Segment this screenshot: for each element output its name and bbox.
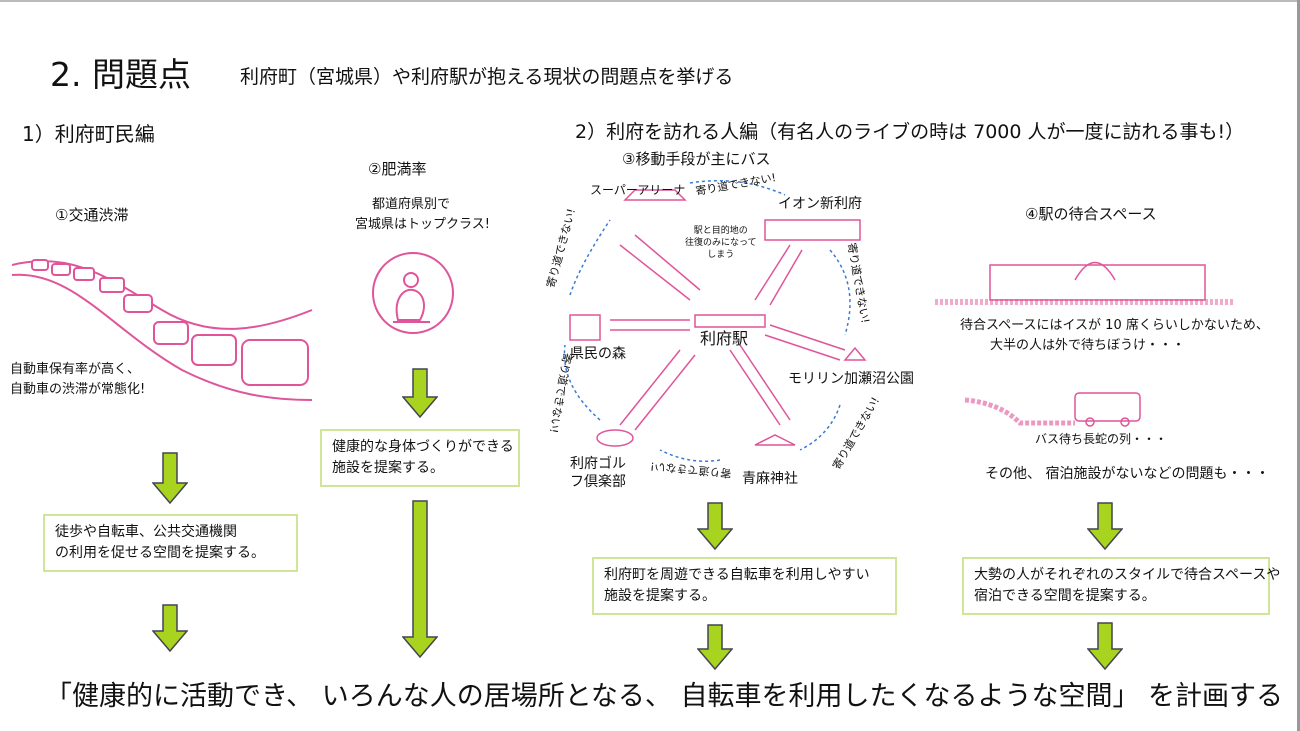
slide-border-top <box>0 0 1300 2</box>
obesity-proposal-1: 健康的な身体づくりができる <box>332 439 514 455</box>
waiting-proposal-2: 宿泊できる空間を提案する。 <box>974 588 1156 604</box>
queue-caption: バス待ち長蛇の列・・・ <box>1035 432 1168 446</box>
down-arrow-icon <box>1087 622 1123 670</box>
waiting-desc-1: 待合スペースにはイスが 10 席くらいしかないため、 <box>960 318 1269 333</box>
traffic-desc-2: 自動車の渋滞が常態化! <box>10 382 146 397</box>
section2-heading: 2）利府を訪れる人編（有名人のライブの時は 7000 人が一度に訪れる事も!） <box>575 121 1245 143</box>
other-issues: その他、 宿泊施設がないなどの問題も・・・ <box>985 466 1270 482</box>
note-3: しまう <box>707 250 735 260</box>
node-golf-club: 利府ゴルフ倶楽部 <box>570 456 626 490</box>
note-2: 往復のみになって <box>685 238 757 248</box>
obesity-proposal-box: 健康的な身体づくりができる 施設を提案する。 <box>320 429 520 487</box>
down-arrow-icon <box>152 452 188 504</box>
page-title: 2. 問題点 <box>50 55 191 94</box>
bus-queue-illustration <box>964 392 1141 427</box>
traffic-proposal-2: の利用を促せる空間を提案する。 <box>55 545 265 561</box>
obesity-label: ②肥満率 <box>368 160 427 178</box>
transport-proposal-box: 利府町を周遊できる自転車を利用しやすい 施設を提案する。 <box>592 557 897 615</box>
page-subtitle: 利府町（宮城県）や利府駅が抱える現状の問題点を挙げる <box>240 66 734 88</box>
traffic-label: ①交通渋滞 <box>55 206 129 224</box>
transport-label: ③移動手段が主にバス <box>622 150 771 168</box>
node-aoso-shrine: 青麻神社 <box>742 471 798 487</box>
down-arrow-icon <box>1087 502 1123 550</box>
waiting-desc-2: 大半の人は外で待ちぼうけ・・・ <box>990 338 1186 353</box>
waiting-proposal-1: 大勢の人がそれぞれのスタイルで待合スペースや <box>974 567 1281 583</box>
down-arrow-icon <box>402 368 438 418</box>
slide-border-right <box>1297 0 1300 731</box>
down-arrow-icon <box>402 500 438 658</box>
traffic-desc-1: 自動車保有率が高く、 <box>10 362 141 377</box>
obesity-icon <box>372 252 454 334</box>
obesity-desc-2: 宮城県はトップクラス! <box>355 217 490 232</box>
waiting-proposal-box: 大勢の人がそれぞれのスタイルで待合スペースや 宿泊できる空間を提案する。 <box>962 557 1281 615</box>
transport-proposal-2: 施設を提案する。 <box>604 588 716 604</box>
node-moririn-park: モリリン加瀬沼公園 <box>788 371 914 387</box>
node-aeon: イオン新利府 <box>778 196 862 212</box>
down-arrow-icon <box>152 604 188 652</box>
station-crowd-illustration <box>935 261 1235 305</box>
transport-proposal-1: 利府町を周遊できる自転車を利用しやすい <box>604 567 870 583</box>
traffic-proposal-1: 徒歩や自転車、公共交通機関 <box>55 524 237 540</box>
down-arrow-icon <box>697 624 733 670</box>
section1-heading: 1）利府町民編 <box>22 122 155 146</box>
note-1: 駅と目的地の <box>693 226 748 236</box>
obesity-desc-1: 都道府県別で <box>372 197 451 212</box>
waiting-label: ④駅の待合スペース <box>1025 205 1157 223</box>
down-arrow-icon <box>697 502 733 550</box>
bus-network-diagram <box>563 179 867 462</box>
node-kenmin-forest: 県民の森 <box>570 346 626 362</box>
conclusion: 「健康的に活動でき、 いろんな人の居場所となる、 自転車を利用したくなるような空… <box>45 681 1284 712</box>
node-rifu-station: 利府駅 <box>700 329 749 348</box>
traffic-proposal-box: 徒歩や自転車、公共交通機関 の利用を促せる空間を提案する。 <box>43 514 298 572</box>
obesity-proposal-2: 施設を提案する。 <box>332 460 444 476</box>
traffic-jam-illustration <box>12 259 313 401</box>
node-super-arena: スーパーアリーナ <box>590 183 686 197</box>
